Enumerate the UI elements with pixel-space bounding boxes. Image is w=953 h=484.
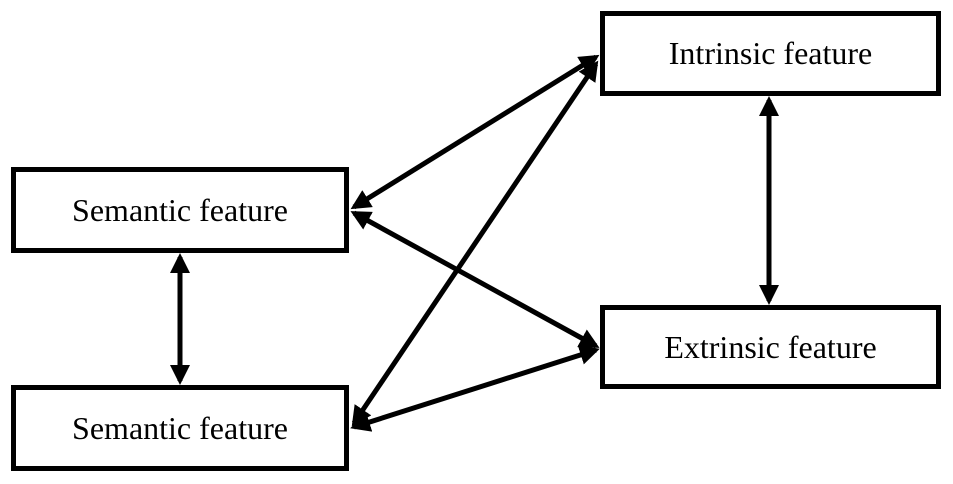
arrow-semantic1-intrinsic (350, 54, 600, 210)
semantic-feature-label-top: Semantic feature (72, 191, 288, 228)
semantic-feature-label-bottom: Semantic feature (72, 409, 288, 446)
extrinsic-feature-label: Extrinsic feature (664, 328, 877, 365)
intrinsic-feature-label: Intrinsic feature (668, 35, 873, 71)
semantic-feature-box-top: Semantic feature (11, 167, 349, 253)
intrinsic-feature-box: Intrinsic feature (600, 11, 941, 96)
arrow-semantic1-extrinsic (350, 210, 600, 349)
extrinsic-feature-box: Extrinsic feature (600, 305, 941, 389)
arrow-semantic2-extrinsic (350, 345, 600, 432)
semantic-feature-box-bottom: Semantic feature (11, 385, 349, 471)
arrow-semantic2-intrinsic (351, 60, 599, 427)
